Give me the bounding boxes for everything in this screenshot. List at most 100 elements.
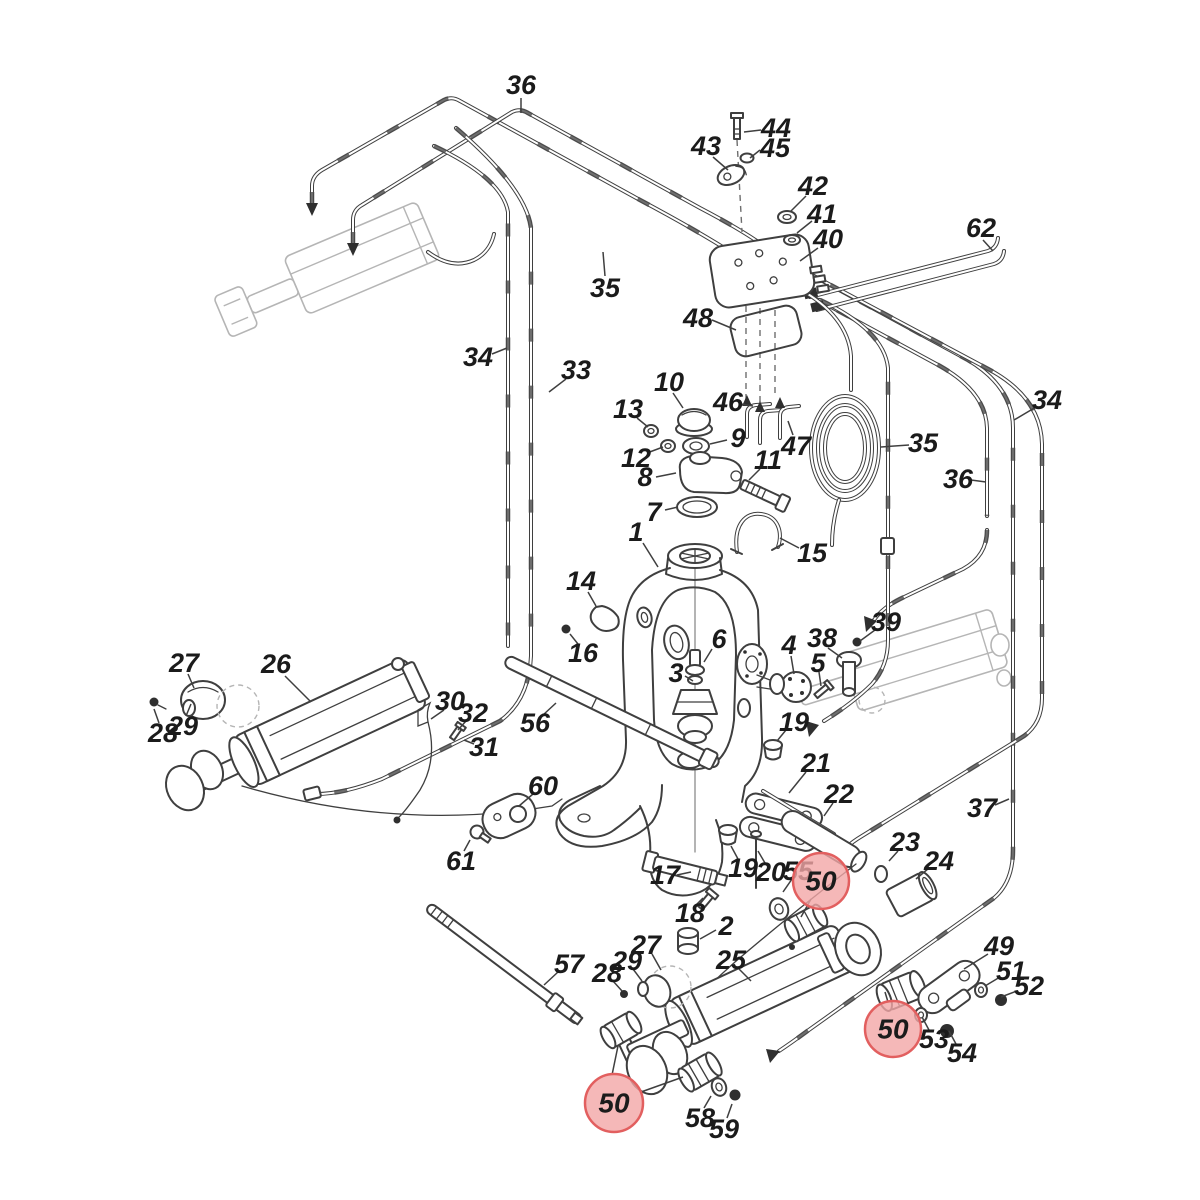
grommet-41	[783, 234, 801, 246]
highlighted-part-label-50[interactable]: 50	[598, 1088, 630, 1119]
washer-55	[768, 897, 790, 921]
washer-58	[710, 1077, 728, 1097]
leader-line	[709, 439, 728, 445]
part-label-25: 25	[715, 945, 747, 975]
leader-line	[948, 1030, 957, 1045]
leader-line	[185, 703, 192, 717]
clevis-cap	[165, 764, 205, 812]
leader-line	[430, 709, 445, 720]
part-label-29: 29	[611, 946, 642, 976]
highlighted-part-label-50[interactable]: 50	[805, 866, 837, 897]
leader-line	[611, 1045, 619, 1076]
highlight-circle-50[interactable]	[863, 999, 923, 1059]
part-label-15: 15	[797, 538, 828, 568]
leader-line	[789, 195, 807, 213]
leader-line	[963, 953, 989, 970]
hose-fitting-arrow	[347, 243, 359, 256]
part-label-62: 62	[966, 213, 996, 243]
screw-39	[852, 637, 862, 647]
leader-line	[823, 802, 834, 817]
shaft-57	[426, 903, 584, 1026]
leader-line	[726, 1103, 733, 1119]
part-label-20: 20	[755, 857, 786, 887]
part-label-9: 9	[730, 423, 745, 453]
ghost-trim-cylinder-port	[214, 202, 440, 337]
part-label-10: 10	[654, 367, 684, 397]
hose-fitting-arrow	[766, 1049, 780, 1063]
part-label-3: 3	[668, 658, 683, 688]
trim-cylinder-25	[599, 903, 927, 1101]
leader-line	[790, 655, 795, 675]
highlight-circle-50[interactable]	[791, 851, 851, 911]
part-label-37: 37	[967, 793, 999, 823]
part-label-32: 32	[458, 698, 488, 728]
part-label-39: 39	[871, 607, 901, 637]
screw-5	[813, 679, 835, 700]
leader-line	[646, 446, 664, 454]
highlighted-part-label-50[interactable]: 50	[877, 1014, 909, 1045]
leader-line	[640, 1076, 684, 1093]
leader-line	[982, 239, 994, 252]
leader-line	[859, 629, 876, 642]
part-label-28: 28	[591, 958, 622, 988]
part-label-47: 47	[780, 431, 813, 461]
cup-19	[763, 739, 783, 761]
leader-line	[636, 417, 649, 428]
leader-line	[642, 542, 659, 568]
nut-13	[643, 424, 659, 438]
washer-51	[974, 982, 988, 998]
bolt-28	[149, 697, 159, 707]
bushing-2	[677, 927, 699, 955]
part-label-43: 43	[690, 131, 721, 161]
part-label-14: 14	[566, 566, 596, 596]
bolt-28	[620, 990, 628, 998]
leader-line	[699, 929, 717, 940]
part-label-35: 35	[908, 428, 939, 458]
cap-10	[677, 408, 711, 432]
leader-line	[518, 793, 534, 807]
part-label-31: 31	[469, 732, 499, 762]
bolt-38	[836, 651, 862, 697]
leader-line	[695, 897, 704, 906]
bleed-fitting	[391, 657, 405, 671]
part-label-61: 61	[446, 846, 476, 876]
highlight-circle-50[interactable]	[583, 1072, 645, 1134]
leader-line	[703, 1095, 712, 1109]
bushing-50	[599, 1010, 643, 1050]
mount-hardware	[756, 637, 862, 703]
plate-40	[708, 233, 816, 309]
nut-59	[729, 1089, 741, 1101]
tube-22	[780, 810, 868, 873]
spacer-24	[885, 871, 938, 918]
leader-line	[970, 479, 987, 483]
leader-line	[994, 798, 1010, 806]
tilt-link-hardware	[641, 739, 938, 1035]
part-label-8: 8	[637, 462, 652, 492]
part-label-49: 49	[983, 931, 1014, 961]
leader-line	[655, 472, 677, 478]
bushing-50	[677, 1051, 723, 1093]
nut-52	[995, 994, 1007, 1006]
part-label-30: 30	[435, 686, 465, 716]
part-label-34: 34	[463, 342, 493, 372]
leader-line	[703, 648, 713, 663]
part-label-18: 18	[675, 898, 705, 928]
part-label-38: 38	[807, 623, 837, 653]
leader-line	[676, 871, 692, 876]
part-label-21: 21	[800, 748, 831, 778]
part-label-19: 19	[779, 707, 809, 737]
leader-line	[776, 729, 787, 742]
part-label-42: 42	[797, 171, 828, 201]
leader-line	[779, 537, 800, 549]
part-label-27: 27	[168, 648, 201, 678]
leader-line	[730, 845, 739, 860]
part-label-33: 33	[561, 355, 591, 385]
leader-line	[749, 149, 761, 159]
part-label-58: 58	[685, 1103, 715, 1133]
leader-line	[888, 850, 899, 862]
part-label-7: 7	[646, 497, 663, 527]
leader-line	[782, 878, 793, 893]
ring-29	[637, 981, 649, 997]
